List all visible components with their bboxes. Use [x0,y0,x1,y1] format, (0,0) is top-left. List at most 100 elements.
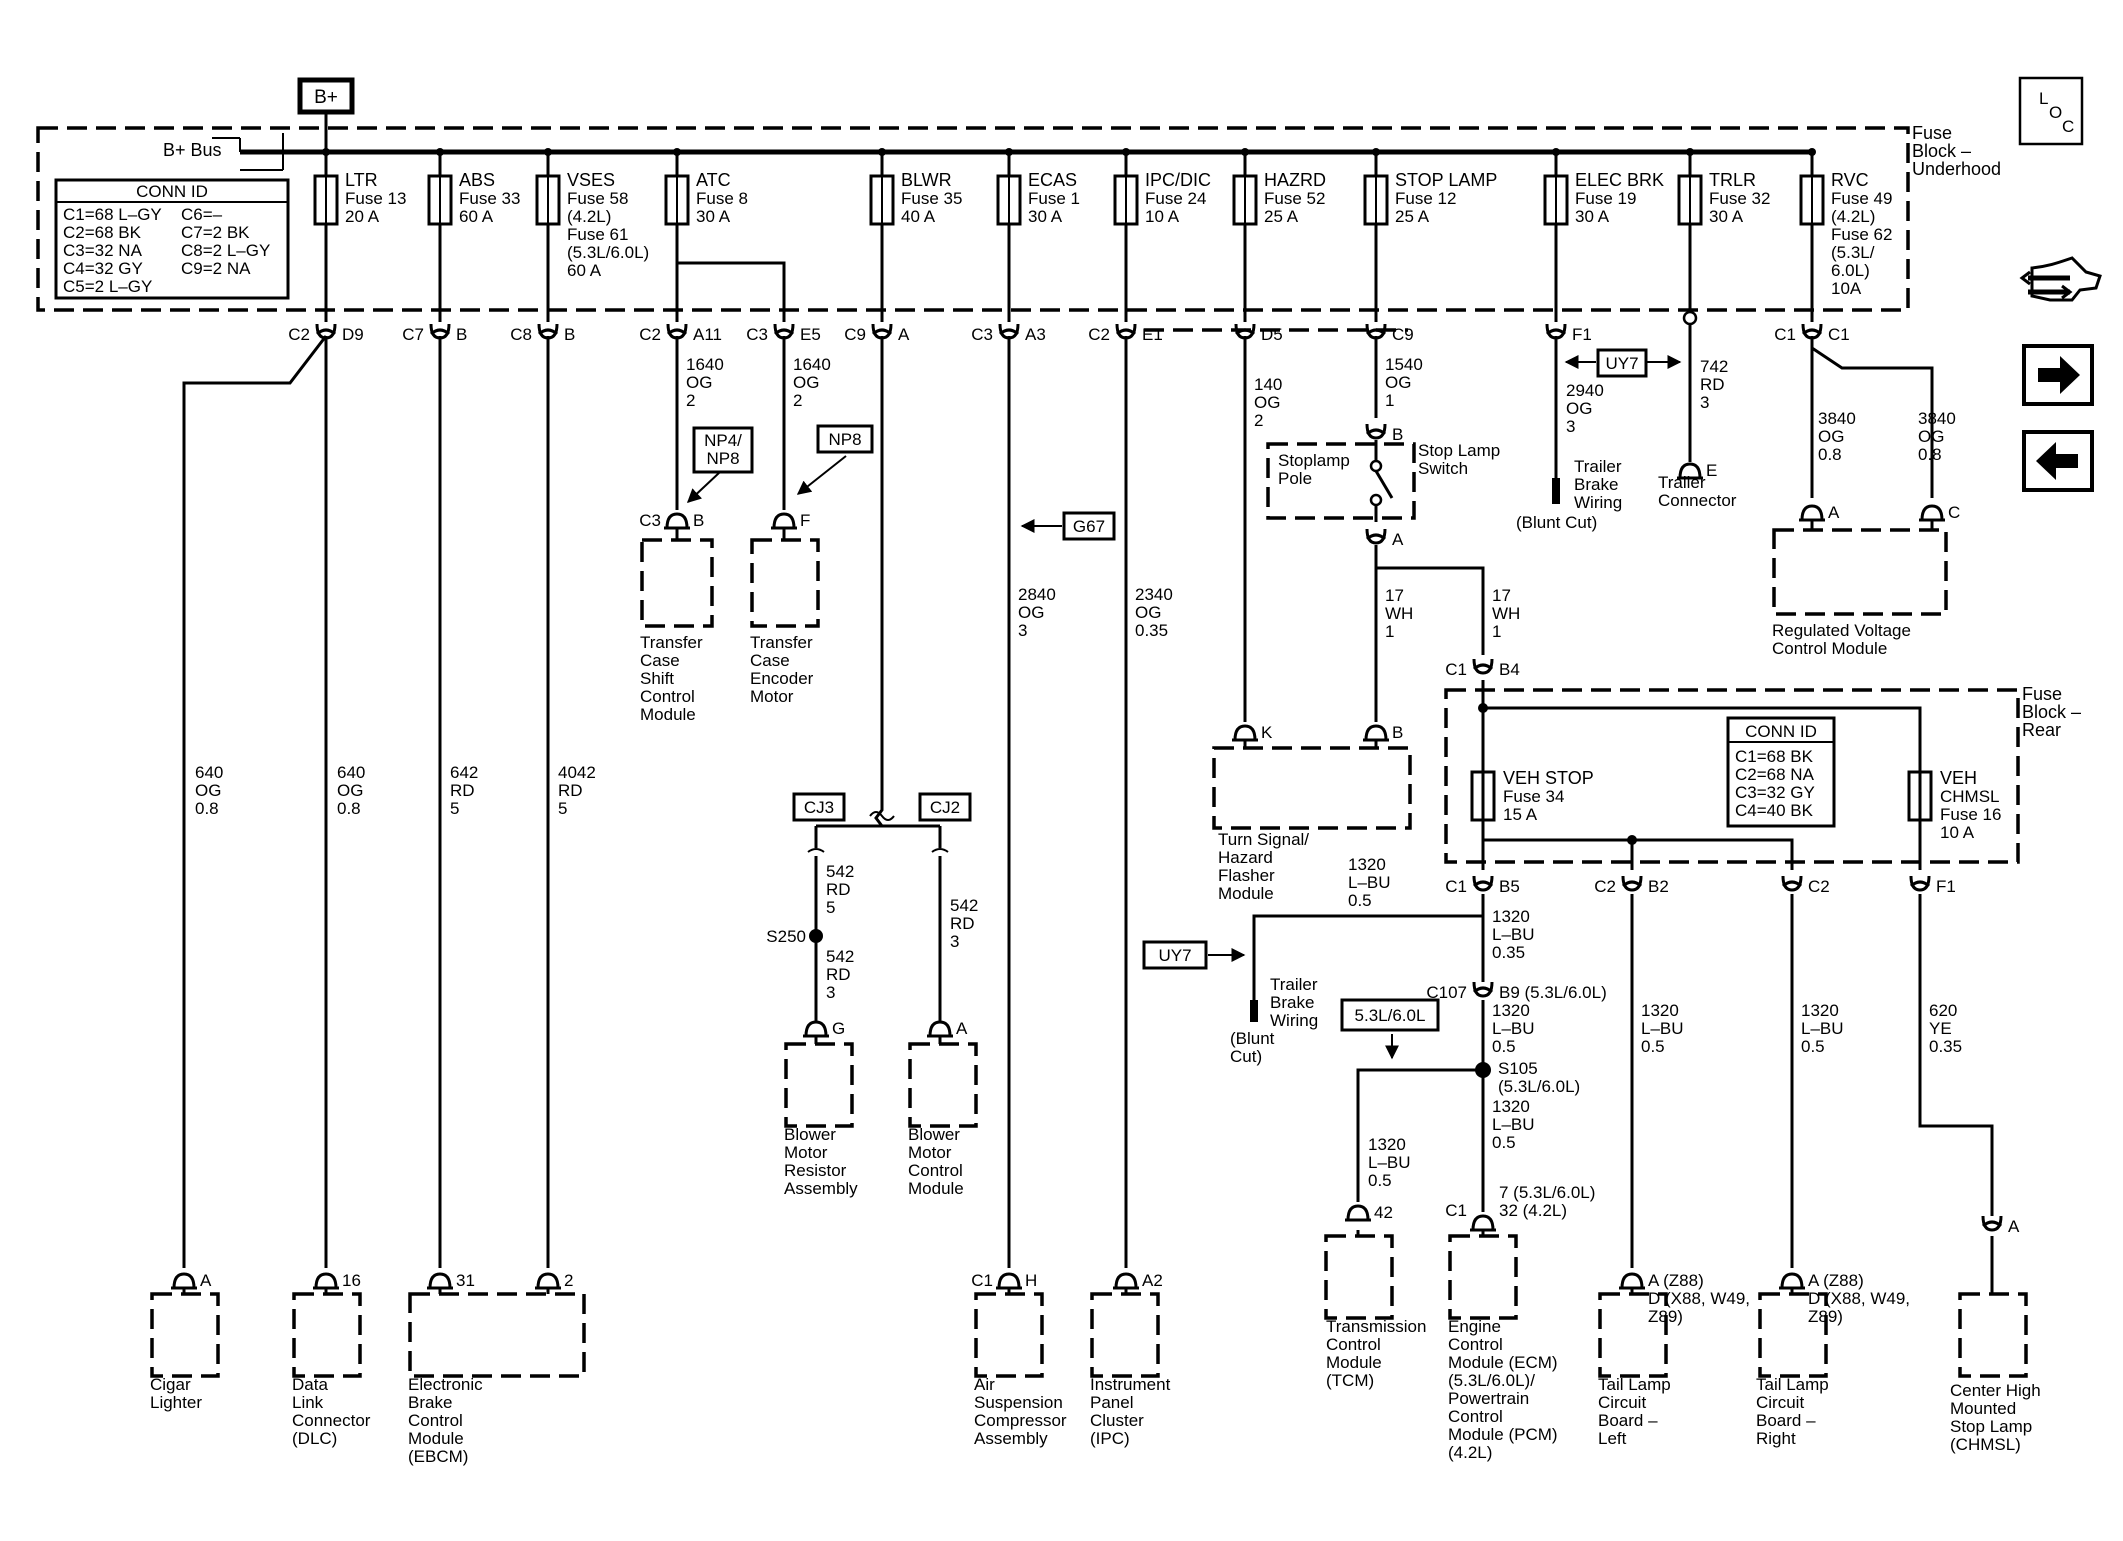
splice-s105-label: S105(5.3L/6.0L) [1498,1059,1580,1096]
connector-id: C2 [1088,325,1110,344]
svg-text:UY7: UY7 [1605,354,1638,373]
connector-symbol [996,1272,1022,1290]
air-suspension-compressor [974,1292,1044,1378]
connector-id: C3 [971,325,993,344]
fuse-rating: Fuse 16 [1940,805,2001,824]
fuse-rating: 60 A [567,261,602,280]
fuse-rating: Fuse 32 [1709,189,1770,208]
fuse-rating: Fuse 49 [1831,189,1892,208]
connector-symbol [171,1272,197,1290]
connector-pin: F [800,511,810,530]
connector-symbol [1365,528,1387,545]
blower-motor-control-module [908,1042,978,1128]
connector-symbol [1621,875,1643,892]
connector-pin: A [200,1271,212,1290]
option-cj2: CJ2 [918,792,972,822]
schematic-icon[interactable] [2019,256,2102,302]
connector-id: C3 [639,511,661,530]
transfer-case-shift-control-module [640,538,714,628]
connector-symbol [1801,323,1823,340]
engine-control-module [1448,1234,1518,1320]
fuse-rating: 15 A [1503,805,1538,824]
option-cj3: CJ3 [792,792,846,822]
fuse-rating: Fuse 24 [1145,189,1206,208]
connector-pin: C9 [1392,325,1414,344]
connector-symbol [1909,875,1931,892]
connector-pin: A [956,1019,968,1038]
stoplamp-switch-box [1266,442,1416,520]
fuse-rating: Fuse 8 [696,189,748,208]
fuse-name: ECAS [1028,170,1077,190]
fuse-rating: (5.3L/ [1831,243,1875,262]
connector-symbol [535,1272,561,1290]
back-arrow-icon[interactable] [2022,430,2094,492]
connector-symbol [429,323,451,340]
option-5-3l-6-0l: 5.3L/6.0L [1340,998,1440,1032]
connector-symbol [803,1020,829,1038]
connector-symbol [1619,1272,1645,1290]
fuse-name: LTR [345,170,378,190]
connector-id: C1 [971,1271,993,1290]
option-np4-np8: NP4/NP8 [692,426,754,474]
fuse-name: VSES [567,170,615,190]
connector-id: C1 [1445,660,1467,679]
fuse-rating: 25 A [1264,207,1299,226]
connector-symbol [1981,1215,2003,1232]
underhood-fuse-block: Fuse Block – Underhood B+ Bus [36,123,2001,312]
fuse-rating: Fuse 12 [1395,189,1456,208]
fuse-name: VEH STOP [1503,768,1594,788]
connector-pin: 2 [564,1271,573,1290]
connector-symbol [315,323,337,340]
next-arrow-icon[interactable] [2022,344,2094,406]
svg-text:L: L [2039,89,2048,108]
loc-icon[interactable]: L O C [2018,76,2084,146]
fuse-rating: 6.0L) [1831,261,1870,280]
connector-symbol [1113,1272,1139,1290]
fuse-rating: 20 A [345,207,380,226]
connector-pin: E1 [1142,325,1163,344]
connector-pin: A (Z88) [1648,1271,1704,1290]
connector-id: C107 [1426,983,1467,1002]
svg-text:NP8: NP8 [828,430,861,449]
svg-text:G67: G67 [1073,517,1105,536]
connector-symbol [1232,724,1258,742]
svg-text:UY7: UY7 [1158,946,1191,965]
connector-id: C7 [402,325,424,344]
turn-signal-hazard-flasher-module [1212,746,1412,830]
data-link-connector [292,1292,362,1378]
connector-id: C2 [639,325,661,344]
connector-pin: K [1261,723,1273,742]
connector-pin: 16 [342,1271,361,1290]
connector-pin: B4 [1499,660,1520,679]
connector-pin: D (X88, W49, [1648,1289,1750,1308]
connector-id: C8 [510,325,532,344]
fuse-name: ABS [459,170,495,190]
splice-s250-label: S250 [766,927,806,946]
connector-pin: B5 [1499,877,1520,896]
svg-text:C: C [2062,117,2074,136]
fuse-name: VEH [1940,768,1977,788]
option-g67: G67 [1062,511,1116,541]
